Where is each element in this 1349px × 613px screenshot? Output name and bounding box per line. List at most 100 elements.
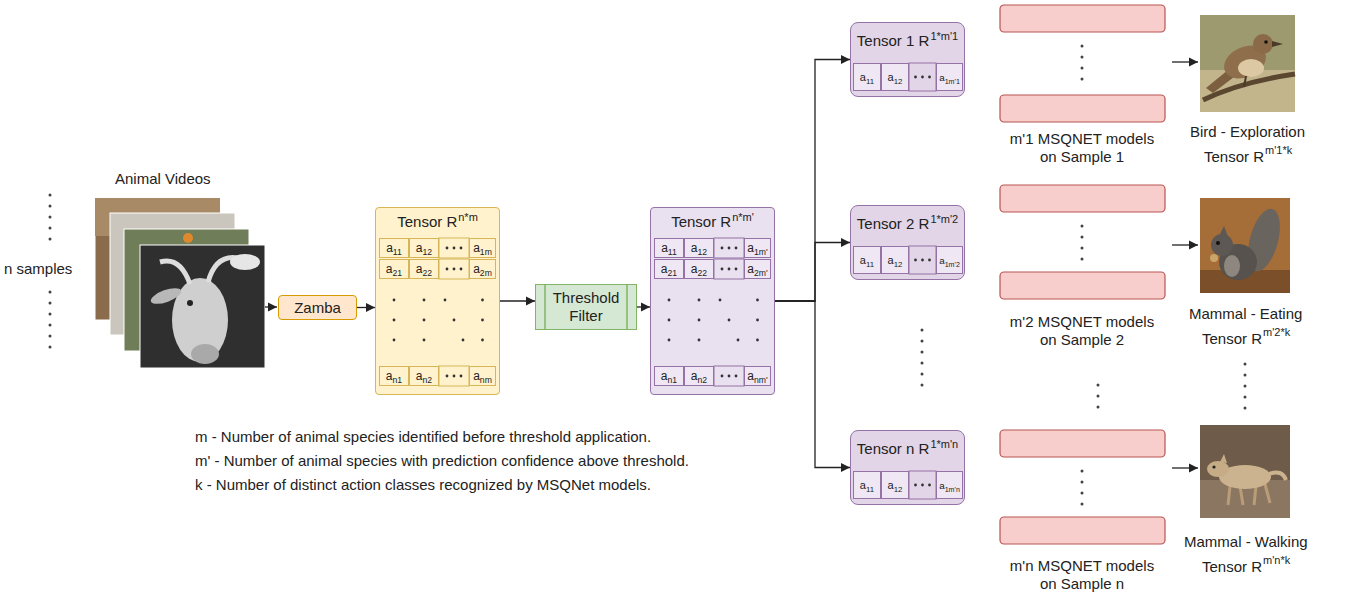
ellipsis-dot xyxy=(453,247,456,250)
cell-subscript: 1m'2 xyxy=(945,260,960,268)
mammal-ear xyxy=(1220,454,1227,463)
tensor-header: Tensor 2 R1*m'2 xyxy=(851,206,964,242)
cell-text: a12 xyxy=(888,71,903,83)
ellipsis-dot xyxy=(921,76,924,79)
ellipsis-cell xyxy=(714,238,744,258)
cell-subscript: n2 xyxy=(423,375,433,385)
cell-subscript: 2m' xyxy=(754,268,768,278)
tensor-cell: a21 xyxy=(379,259,409,279)
cell-text: a1m'2 xyxy=(939,255,960,266)
ellipsis-dot xyxy=(481,339,484,342)
tensor-cell: a12 xyxy=(684,238,714,258)
cell-text: a22 xyxy=(691,262,707,276)
bird-belly xyxy=(1238,59,1264,77)
cell-subscript: 11 xyxy=(393,247,402,257)
ellipsis-dots xyxy=(1081,46,1084,86)
cell-text: a11 xyxy=(860,479,874,491)
ellipsis-dot xyxy=(446,247,449,250)
ellipsis-dot xyxy=(756,339,759,342)
flow-connector xyxy=(500,300,535,301)
ellipsis-dot xyxy=(728,268,731,271)
nut xyxy=(1210,254,1218,262)
cell-text: a1m' xyxy=(747,241,767,255)
cell-text: a11 xyxy=(860,71,874,83)
tensor-cell: a22 xyxy=(409,259,439,279)
ellipsis-dot xyxy=(444,299,447,302)
ellipsis-dot xyxy=(735,268,738,271)
cell-text: a2m' xyxy=(747,262,767,276)
ellipsis-dot xyxy=(453,319,456,322)
mammal-leg xyxy=(1265,484,1270,503)
annotation-label: Mammal - Walking xyxy=(1184,533,1308,551)
tensor-cell: a11 xyxy=(853,471,881,499)
cell-text: a12 xyxy=(888,479,903,491)
model-box xyxy=(1000,185,1165,212)
ellipsis-dots xyxy=(1097,385,1100,414)
tensor-cell: an2 xyxy=(409,366,439,386)
cell-text: an2 xyxy=(691,369,707,383)
annotation-label: Animal Videos xyxy=(115,170,211,188)
cell-subscript: 12 xyxy=(698,247,708,257)
flow-connector xyxy=(775,301,850,468)
ellipsis-dot xyxy=(921,259,924,262)
annotation-label: k - Number of distinct action classes re… xyxy=(195,476,651,494)
cell-text: a1m xyxy=(473,241,492,255)
ellipsis-cell xyxy=(714,259,744,279)
squirrel-belly xyxy=(1224,255,1240,277)
ellipsis-dot xyxy=(393,319,396,322)
ellipsis-dot xyxy=(921,484,924,487)
cell-text: a12 xyxy=(888,254,903,266)
ellipsis-dot xyxy=(698,319,701,322)
tensor-cell: a12 xyxy=(881,471,909,499)
flow-arrow xyxy=(1172,244,1198,245)
tensor-superscript: 1*m'n xyxy=(930,438,958,450)
annotation-label: n samples xyxy=(4,260,72,278)
cell-subscript: 11 xyxy=(866,260,874,269)
model-box xyxy=(1000,272,1165,299)
node-text: Tensor R xyxy=(671,213,731,230)
goat-ear xyxy=(149,285,183,307)
goat-snout xyxy=(191,344,219,364)
ellipsis-dot xyxy=(453,268,456,271)
cell-subscript: nm' xyxy=(754,375,768,385)
tensor-superscript: 1*m'2 xyxy=(930,213,958,225)
ellipsis-dot xyxy=(423,339,426,342)
cell-subscript: 12 xyxy=(894,485,903,494)
flow-arrow xyxy=(1172,467,1198,468)
mammal-head xyxy=(1207,461,1229,477)
node-text: Zamba xyxy=(294,299,341,316)
ellipsis-dots xyxy=(921,330,924,386)
ellipsis-cell xyxy=(909,246,936,274)
photo-background xyxy=(1200,15,1295,112)
ellipsis-dot xyxy=(756,299,759,302)
photo-background xyxy=(1200,198,1290,293)
bird-head xyxy=(1253,34,1273,54)
flow-connector xyxy=(357,307,375,308)
ellipsis-cell xyxy=(439,259,469,279)
tensor-cell: an1 xyxy=(379,366,409,386)
tensor-cell: a11 xyxy=(853,246,881,274)
ellipsis-dot xyxy=(721,268,724,271)
cell-subscript: n1 xyxy=(668,375,678,385)
tensor-box: a11a12a1ma21a22a2man1an2anmTensor Rn*m xyxy=(375,207,500,395)
tensor-cell: a1m'2 xyxy=(936,246,963,274)
cell-subscript: nm xyxy=(480,375,492,385)
node-text: Tensor R xyxy=(397,213,457,230)
tensor-box: a11a12a1m'1Tensor 1 R1*m'1 xyxy=(850,22,965,97)
cell-subscript: 12 xyxy=(894,260,903,269)
animal-figure xyxy=(183,233,193,243)
ellipsis-dot xyxy=(728,319,731,322)
ellipsis-dot xyxy=(928,76,931,79)
annotation-label: m' - Number of animal species with predi… xyxy=(195,452,689,470)
ellipsis-dot xyxy=(928,259,931,262)
ellipsis-dot xyxy=(698,299,701,302)
cell-text: a22 xyxy=(416,262,432,276)
node-text: Threshold Filter xyxy=(549,289,623,325)
annotation-label: m'1 MSQNET models on Sample 1 xyxy=(1007,130,1157,166)
tensor-header: Tensor Rn*m' xyxy=(651,208,774,236)
node-text: Tensor n R xyxy=(857,440,930,457)
ellipsis-dot xyxy=(728,247,731,250)
annotation-label: Tensor R xyxy=(1202,558,1262,576)
ellipsis-dot xyxy=(481,299,484,302)
